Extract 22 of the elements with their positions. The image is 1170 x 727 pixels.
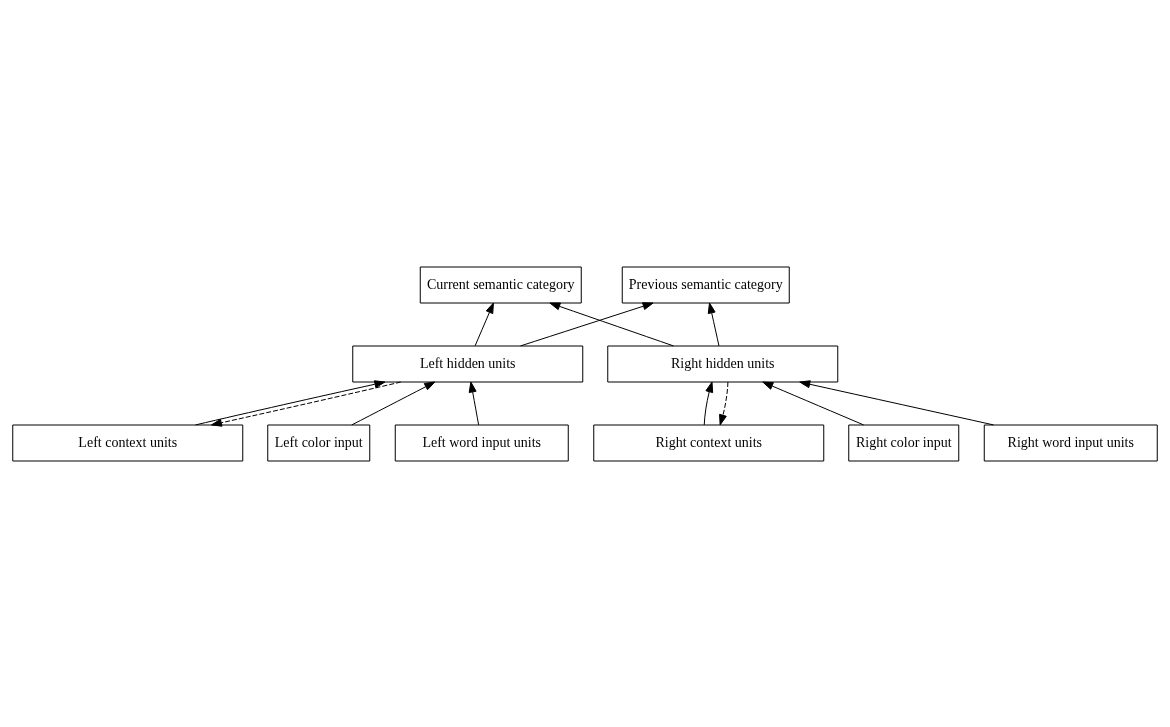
node-box: Left word input units	[394, 424, 569, 461]
arrow	[210, 381, 402, 427]
node-box: Left context units	[12, 424, 244, 461]
arrow	[719, 381, 729, 425]
arrow	[468, 381, 480, 425]
node-box: Left hidden units	[352, 345, 584, 382]
arrow	[707, 302, 720, 346]
node-box: Right word input units	[983, 424, 1158, 461]
node-box: Right hidden units	[607, 345, 839, 382]
node-box: Right color input	[848, 424, 960, 461]
arrow	[549, 302, 674, 346]
arrow	[762, 381, 865, 425]
arrow	[351, 381, 436, 425]
arrow	[799, 379, 994, 425]
arrow	[520, 301, 654, 346]
arrow	[474, 302, 494, 346]
node-box: Right context units	[593, 424, 825, 461]
node-box: Previous semantic category	[621, 266, 790, 303]
node-box: Current semantic category	[419, 266, 582, 303]
arrow	[195, 379, 386, 425]
arrow	[703, 381, 714, 425]
node-box: Left color input	[267, 424, 371, 461]
